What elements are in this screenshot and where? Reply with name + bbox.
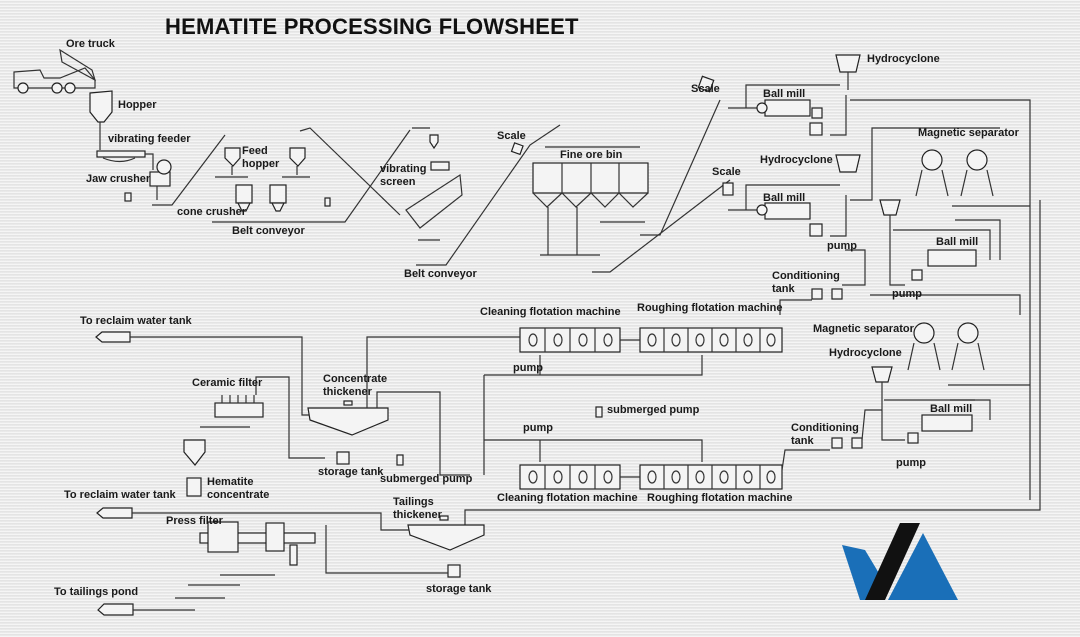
label-belt-conveyor-2: Belt conveyor <box>404 268 477 280</box>
cone-crusher-icon <box>235 184 287 212</box>
label-magnetic-separator-1: Magnetic separator <box>918 127 1019 139</box>
cleaning-flotation-machine-icon-2 <box>519 464 621 490</box>
hydrocyclone-icon-3 <box>879 199 991 286</box>
arrow-reclaim-water-2 <box>96 507 410 531</box>
vibrating-screen-icon <box>405 127 463 229</box>
feed-hopper-icon <box>215 147 310 178</box>
label-ball-mill-1: Ball mill <box>763 88 806 100</box>
company-logo <box>842 523 958 600</box>
label-ball-mill-3: Ball mill <box>936 236 979 248</box>
page-title: HEMATITE PROCESSING FLOWSHEET <box>165 14 579 39</box>
label-to-reclaim-water-1: To reclaim water tank <box>80 315 192 327</box>
cleaning-flotation-machine-icon <box>519 327 621 353</box>
label-press-filter: Press filter <box>166 515 223 527</box>
concentrate-thickener-icon <box>307 336 520 476</box>
label-magnetic-separator-2: Magnetic separator <box>813 323 914 335</box>
label-roughing-flotation-2: Roughing flotation machine <box>647 492 793 504</box>
magnetic-separator-icon-2 <box>907 322 1030 420</box>
label-to-tailings-pond: To tailings pond <box>54 586 139 598</box>
arrow-reclaim-water-1 <box>95 331 320 416</box>
label-cleaning-flotation-1: Cleaning flotation machine <box>480 306 621 318</box>
label-ball-mill-2: Ball mill <box>763 192 806 204</box>
label-scale-2: Scale <box>691 83 720 95</box>
label-pump-2: pump <box>892 288 922 300</box>
label-storage-tank-2: storage tank <box>426 583 492 595</box>
label-cleaning-flotation-2: Cleaning flotation machine <box>497 492 638 504</box>
label-pump-1: pump <box>827 240 857 252</box>
label-cone-crusher: cone crusher <box>177 206 247 218</box>
label-submerged-pump-2: submerged pump <box>380 473 473 485</box>
label-hematite-concentrate: Hematite concentrate <box>207 476 270 501</box>
label-concentrate-thickener: Concentrate thickener <box>323 373 388 398</box>
label-ball-mill-4: Ball mill <box>930 403 973 415</box>
ball-mill-icon <box>697 75 1031 500</box>
label-jaw-crusher: Jaw crusher <box>86 173 151 185</box>
magnetic-separator-icon <box>915 149 1030 260</box>
label-conditioning-tank-1: Conditioning tank <box>772 270 840 295</box>
label-scale-3: Scale <box>712 166 741 178</box>
fine-ore-bin-icon <box>532 146 649 256</box>
scale-icon <box>510 142 524 156</box>
label-pump-5: pump <box>896 457 926 469</box>
label-hopper: Hopper <box>118 99 157 111</box>
label-belt-conveyor-1: Belt conveyor <box>232 225 305 237</box>
label-pump-3: pump <box>513 362 543 374</box>
label-feed-hopper: Feed hopper <box>242 145 280 170</box>
ceramic-filter-icon <box>183 376 325 497</box>
ore-truck-icon <box>13 48 96 94</box>
label-conditioning-tank-2: Conditioning tank <box>791 422 859 447</box>
label-vibrating-screen: vibrating screen <box>380 163 427 188</box>
label-hydrocyclone-2: Hydrocyclone <box>760 154 833 166</box>
label-pump-4: pump <box>523 422 553 434</box>
label-fine-ore-bin: Fine ore bin <box>560 149 623 161</box>
label-storage-tank-1: storage tank <box>318 466 384 478</box>
label-hydrocyclone-3: Hydrocyclone <box>829 347 902 359</box>
label-roughing-flotation-1: Roughing flotation machine <box>637 302 783 314</box>
label-tailings-thickener: Tailings thickener <box>393 496 442 521</box>
submerged-pump-icon <box>396 454 404 466</box>
label-hydrocyclone-1: Hydrocyclone <box>867 53 940 65</box>
hopper-icon <box>89 90 113 150</box>
vibrating-feeder-icon <box>96 150 154 170</box>
ball-mill-icon-2 <box>722 127 1000 237</box>
arrow-tailings-pond <box>97 603 195 616</box>
label-scale-1: Scale <box>497 130 526 142</box>
label-vibrating-feeder: vibrating feeder <box>108 133 191 145</box>
press-filter-icon <box>175 521 316 599</box>
label-to-reclaim-water-2: To reclaim water tank <box>64 489 176 501</box>
hydrocyclone-icon-4 <box>871 366 893 383</box>
roughing-flotation-machine-icon <box>639 327 783 353</box>
roughing-flotation-machine-icon-2 <box>639 464 783 490</box>
label-submerged-pump-1: submerged pump <box>607 404 700 416</box>
label-ceramic-filter: Ceramic filter <box>192 377 263 389</box>
jaw-crusher-icon <box>124 159 172 202</box>
tailings-thickener-icon <box>325 515 485 578</box>
label-ore-truck: Ore truck <box>66 38 115 50</box>
hydrocyclone-icon <box>835 54 861 90</box>
